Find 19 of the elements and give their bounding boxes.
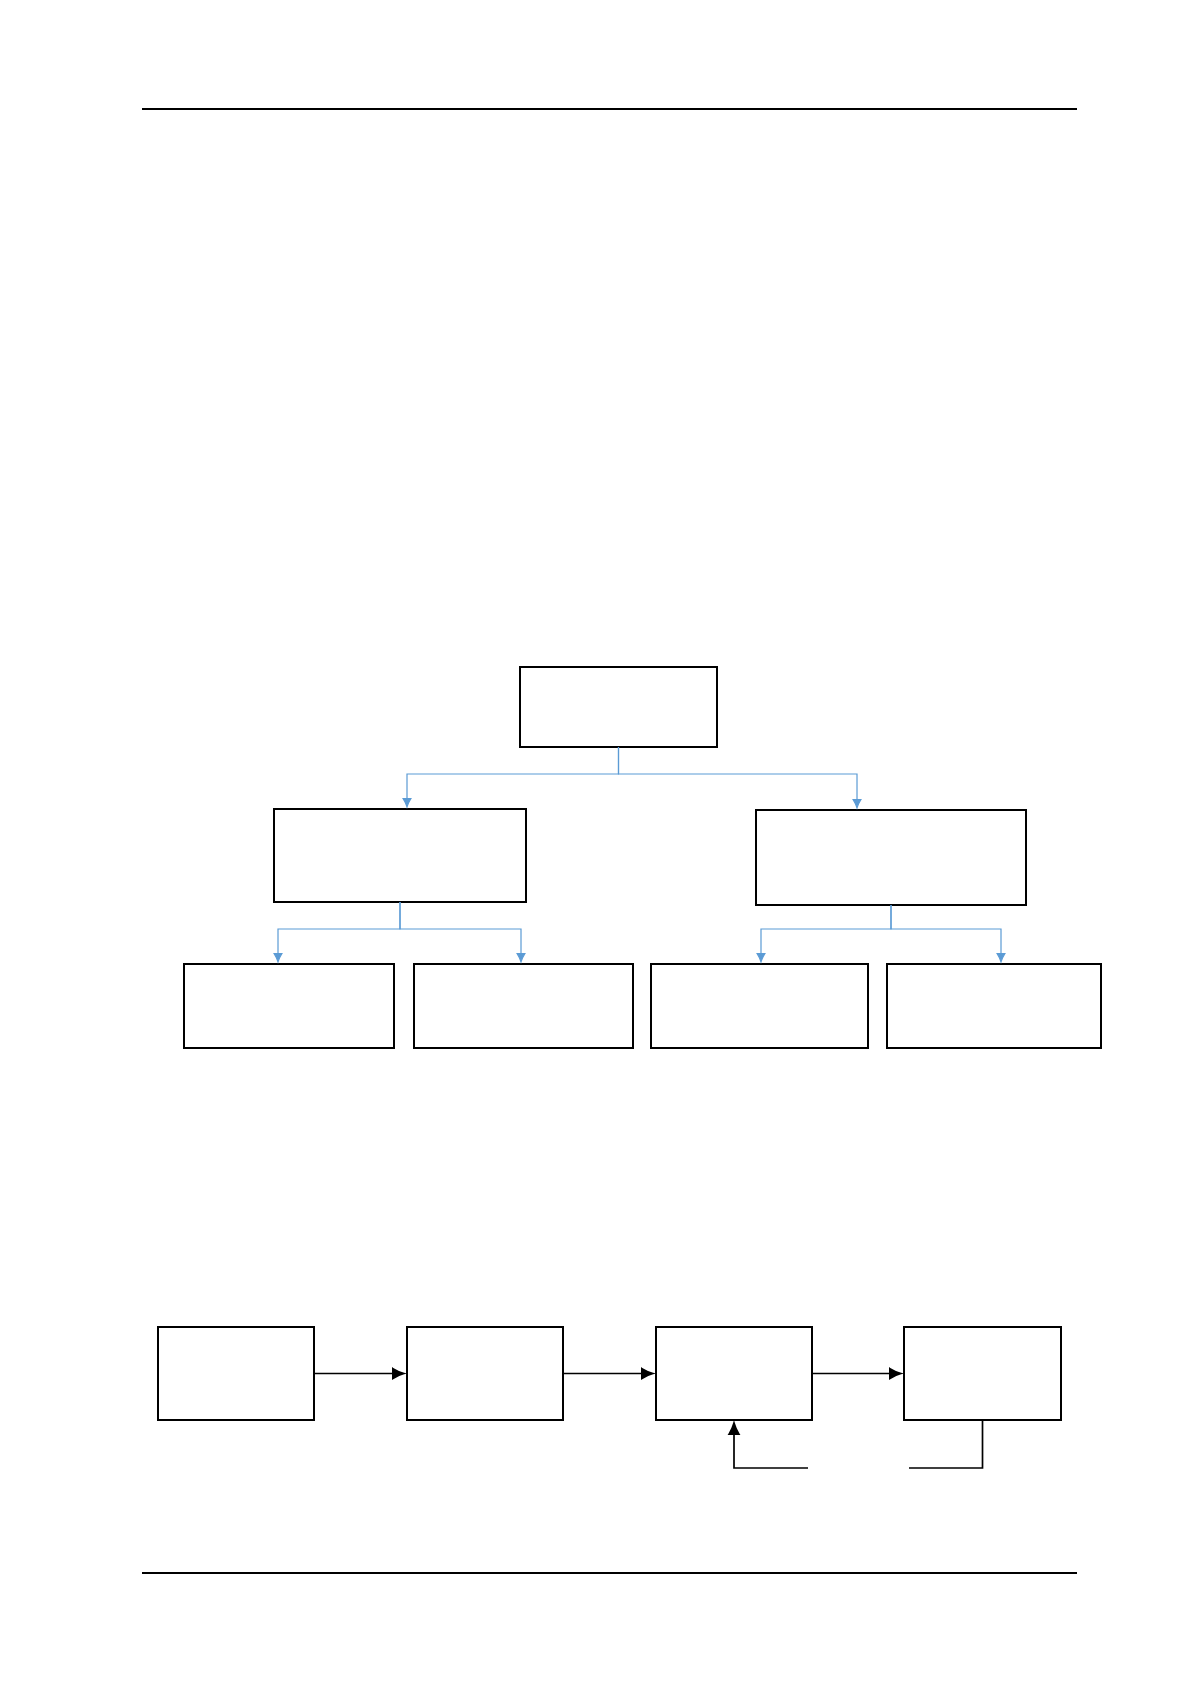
arrow (399, 901, 526, 963)
empty-box (413, 963, 634, 1049)
empty-box (650, 963, 869, 1049)
empty-box (655, 1326, 813, 1421)
arrow (890, 904, 1006, 963)
arrow (811, 1367, 902, 1380)
empty-box (755, 809, 1027, 906)
empty-box (406, 1326, 564, 1421)
arrow (313, 1367, 405, 1380)
empty-box (519, 666, 718, 748)
arrow (562, 1367, 654, 1380)
empty-box (273, 808, 527, 903)
connector-line (908, 1419, 984, 1469)
empty-box (157, 1326, 315, 1421)
empty-box (183, 963, 395, 1049)
empty-box (903, 1326, 1062, 1421)
arrow (728, 1422, 809, 1469)
arrow (617, 746, 862, 809)
empty-box (886, 963, 1102, 1049)
